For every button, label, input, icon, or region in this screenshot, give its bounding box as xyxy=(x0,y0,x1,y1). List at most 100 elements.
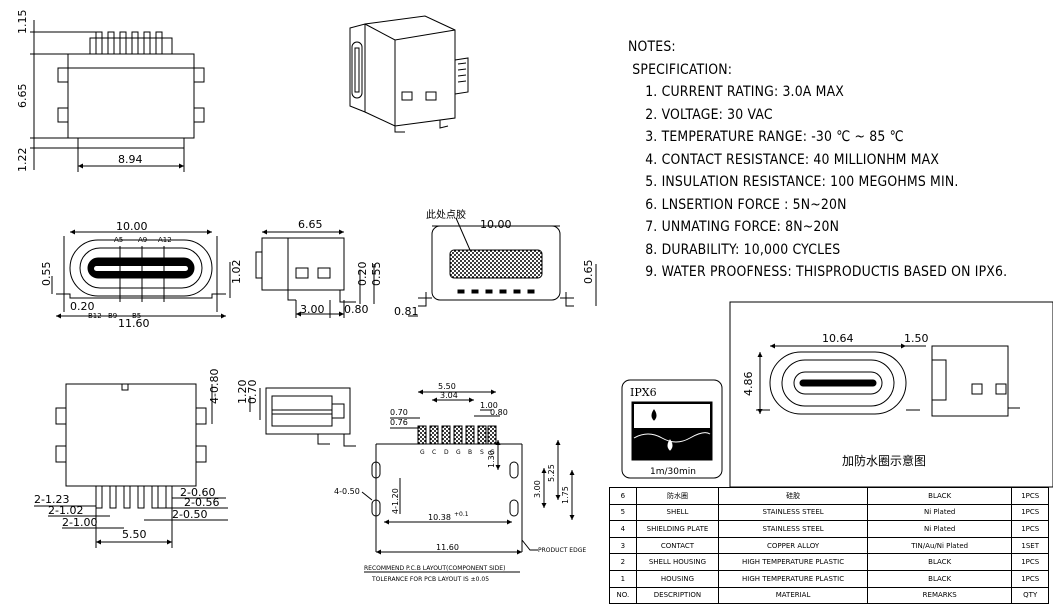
dim-pcb-h5: 4-1.20 xyxy=(391,488,400,514)
dim-bot-d1: 2-1.23 xyxy=(34,493,69,506)
bom-name: SHIELDING PLATE xyxy=(635,520,720,538)
pcb-pin-label: D xyxy=(444,449,449,456)
pcb-pin-label: G xyxy=(420,449,425,456)
dim-front-b: 0.20 xyxy=(70,300,95,313)
dim-top-h3: 1.22 xyxy=(16,148,29,173)
back-view xyxy=(408,217,597,317)
pin-a9: A9 xyxy=(138,236,147,244)
bom-qty: 1PCS xyxy=(1011,503,1049,522)
pin-a5: A5 xyxy=(114,236,123,244)
bom-no: 1 xyxy=(609,569,637,588)
dim-pcb-hole: 4-0.50 xyxy=(334,487,360,496)
dim-ipx-w2: 1.50 xyxy=(904,332,929,345)
dim-back-b: 0.81 xyxy=(394,305,419,318)
top-view xyxy=(30,20,205,172)
bom-name: CONTACT xyxy=(635,536,720,555)
dim-bot-d4: 2-0.60 xyxy=(180,486,215,499)
dim-side-h2: 0.55 xyxy=(370,262,383,287)
dim-pcb-d2: 0.76 xyxy=(390,418,408,427)
dim-front-h2: 1.02 xyxy=(230,260,243,285)
table-row: 3 CONTACT COPPER ALLOY TIN/Au/Ni Plated … xyxy=(609,536,1049,555)
bom-no: 5 xyxy=(609,503,637,522)
notes-block: NOTES: SPECIFICATION: 1. CURRENT RATING:… xyxy=(628,36,1007,284)
bom-no: 6 xyxy=(609,487,637,505)
note-item: 1. CURRENT RATING: 3.0A MAX xyxy=(645,84,844,100)
dim-pcb-w5: 10.38 xyxy=(428,513,451,522)
ipx-panel xyxy=(621,301,1053,488)
note-item: 5. INSULATION RESISTANCE: 100 MEGOHMS MI… xyxy=(645,174,959,190)
table-row: 4 SHIELDING PLATE STAINLESS STEEL Ni Pla… xyxy=(609,520,1049,538)
dim-pcb-h3: 3.00 xyxy=(533,480,542,498)
bom-remarks: Ni Plated xyxy=(866,520,1013,538)
bom-header-material: MATERIAL xyxy=(718,586,868,605)
dim-side-h1: 0.20 xyxy=(356,262,369,287)
table-row: 5 SHELL STAINLESS STEEL Ni Plated 1PCS xyxy=(609,503,1049,522)
bom-material: COPPER ALLOY xyxy=(718,536,868,555)
side-view-body xyxy=(261,237,345,291)
ipx-caption: 加防水圈示意图 xyxy=(842,454,927,468)
dim-bot-d5: 2-0.56 xyxy=(184,496,219,509)
dim-top-h2: 6.65 xyxy=(16,84,29,109)
isometric-view xyxy=(349,15,469,133)
table-header-row: NO. DESCRIPTION MATERIAL REMARKS QTY xyxy=(609,586,1049,605)
dim-pcb-d1: 0.70 xyxy=(390,408,408,417)
bom-qty: 1PCS xyxy=(1011,487,1049,505)
note-item: 6. LNSERTION FORCE : 5N~20N xyxy=(645,196,847,213)
bom-material: HIGH TEMPERATURE PLASTIC xyxy=(718,553,868,571)
bom-remarks: BLACK xyxy=(866,553,1013,571)
bom-qty: 1SET xyxy=(1011,536,1049,555)
pcb-pin-label: S xyxy=(480,449,484,456)
bom-header-qty: QTY xyxy=(1011,586,1049,605)
dim-pcb-w2: 3.04 xyxy=(440,391,458,400)
bom-name: SHELL xyxy=(635,503,720,522)
pcb-note-2: TOLERANCE FOR PCB LAYOUT IS ±0.05 xyxy=(371,576,489,583)
bom-header-no: NO. xyxy=(609,586,637,605)
note-item: 7. UNMATING FORCE: 8N~20N xyxy=(645,219,840,235)
note-item: 8. DURABILITY: 10,000 CYCLES xyxy=(645,241,841,258)
bom-table: 6 防水圈 硅胶 BLACK 1PCS 5 SHELL STAINLESS ST… xyxy=(609,487,1049,605)
bom-remarks: BLACK xyxy=(866,569,1013,588)
bom-remarks: TIN/Au/Ni Plated xyxy=(866,536,1013,555)
section-view-body xyxy=(265,387,351,435)
dim-pcb-w3: 1.00 xyxy=(480,401,498,410)
dim-bot-d2: 2-1.02 xyxy=(48,504,83,517)
dim-side-b1: 3.00 xyxy=(300,303,325,316)
dim-pcb-h4: 1.75 xyxy=(561,486,570,504)
pin-b9: B9 xyxy=(108,312,117,320)
dim-pcb-h1: 1.30 xyxy=(487,450,496,468)
product-edge-label: PRODUCT EDGE xyxy=(538,547,586,554)
note-item: 3. TEMPERATURE RANGE: -30 ℃ ~ 85 ℃ xyxy=(645,129,904,145)
table-row: 1 HOUSING HIGH TEMPERATURE PLASTIC BLACK… xyxy=(609,569,1049,588)
dim-side-w: 6.65 xyxy=(298,218,323,231)
pin-b5: B5 xyxy=(132,312,141,320)
bom-material: STAINLESS STEEL xyxy=(718,503,868,522)
dim-bot-h: 4-0.80 xyxy=(208,369,221,404)
bom-header-name: DESCRIPTION xyxy=(635,586,720,605)
ipx-panel-frame xyxy=(729,301,1053,488)
ipx-rate: 1m/30min xyxy=(650,467,696,477)
bom-qty: 1PCS xyxy=(1011,520,1049,538)
back-glue-note: 此处点胶 xyxy=(426,208,466,221)
dim-back-h: 0.65 xyxy=(582,260,595,285)
dim-small-h1: 1.20 xyxy=(236,380,249,405)
front-view-shell xyxy=(69,239,213,297)
dim-pcb-w4: 0.80 xyxy=(490,408,508,417)
dim-pcb-tol: +0.1 xyxy=(454,511,469,518)
bom-no: 3 xyxy=(609,536,637,555)
side-view xyxy=(255,229,375,318)
bom-name: 防水圈 xyxy=(635,487,720,505)
top-view-body xyxy=(67,53,195,139)
table-row: 6 防水圈 硅胶 BLACK 1PCS xyxy=(609,487,1049,505)
section-view xyxy=(249,387,356,447)
dim-top-w: 8.94 xyxy=(118,153,143,166)
dim-pcb-h2: 5.25 xyxy=(547,464,556,482)
table-row: 2 SHELL HOUSING HIGH TEMPERATURE PLASTIC… xyxy=(609,553,1049,571)
note-item: 4. CONTACT RESISTANCE: 40 MILLIONHM MAX xyxy=(645,151,940,168)
dim-pcb-w6: 11.60 xyxy=(436,543,459,552)
dim-top-h1: 1.15 xyxy=(16,10,29,35)
dim-ipx-h: 4.86 xyxy=(742,372,755,397)
pcb-pin-label: C xyxy=(432,449,436,456)
bom-header-remarks: REMARKS xyxy=(866,586,1013,605)
dim-small-h2: 0.70 xyxy=(246,380,259,405)
